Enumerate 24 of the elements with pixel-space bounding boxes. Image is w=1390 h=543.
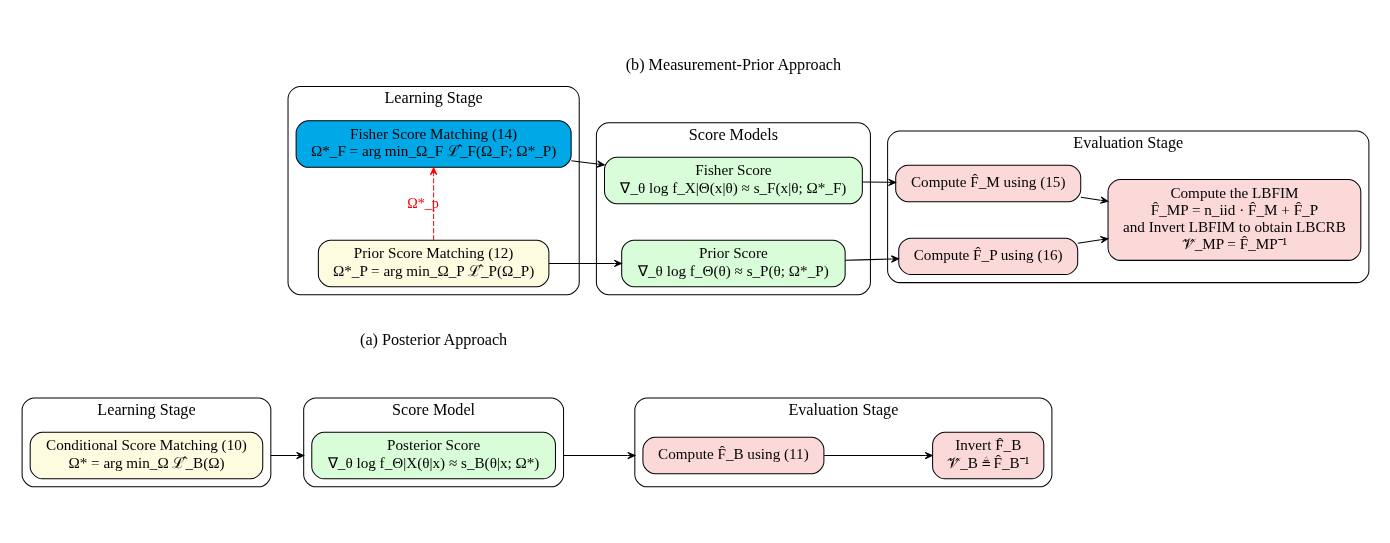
label: (b) Measurement-Prior Approach <box>625 56 841 74</box>
arrow <box>269 451 304 460</box>
node-box: Invert F̂_B 𝒱̂_B ≜ F̂_B⁻¹ <box>931 431 1044 480</box>
arrow <box>861 178 896 187</box>
arrow <box>1079 196 1108 204</box>
arrow <box>844 255 899 263</box>
node-box: Conditional Score Matching (10) Ω* = arg min_Ω ℒ̂_B(Ω) <box>29 431 263 480</box>
arrow <box>429 167 437 241</box>
arrow <box>570 160 605 168</box>
node-box: Compute F̂_M using (15) <box>894 164 1081 203</box>
label: (a) Posterior Approach <box>359 331 507 349</box>
arrow <box>547 259 622 268</box>
arrow <box>562 451 635 460</box>
node-box: Compute the LBFIM F̂_MP = n_iid · F̂_M + F̂_P and Invert LBFIM to obtain LBCRB 𝒱̂_MP = F̂_MP⁻¹ <box>1107 179 1361 261</box>
node-box: Fisher Score Matching (14) Ω*_F = arg min_Ω_F ℒ̂_F(Ω_F; Ω*_P) <box>295 120 572 168</box>
arrow <box>823 451 933 460</box>
edge-label: Ω*_p <box>406 194 439 211</box>
node-box: Fisher Score ∇_θ log f_X|Θ(x|θ) ≈ s_F(x|θ; Ω*_F) <box>603 156 863 205</box>
node-box: Compute F̂_P using (16) <box>897 237 1078 276</box>
node-box: Posterior Score ∇_θ log f_Θ|X(θ|x) ≈ s_B(θ|x; Ω*) <box>310 431 556 480</box>
node-box: Compute F̂_B using (11) <box>641 436 824 475</box>
node-box: Prior Score ∇_θ log f_Θ(θ) ≈ s_P(θ; Ω*_P) <box>620 239 846 288</box>
arrow <box>1076 236 1108 244</box>
node-box: Prior Score Matching (12) Ω*_P = arg min_Ω_P ℒ̂_P(Ω_P) <box>317 239 549 288</box>
